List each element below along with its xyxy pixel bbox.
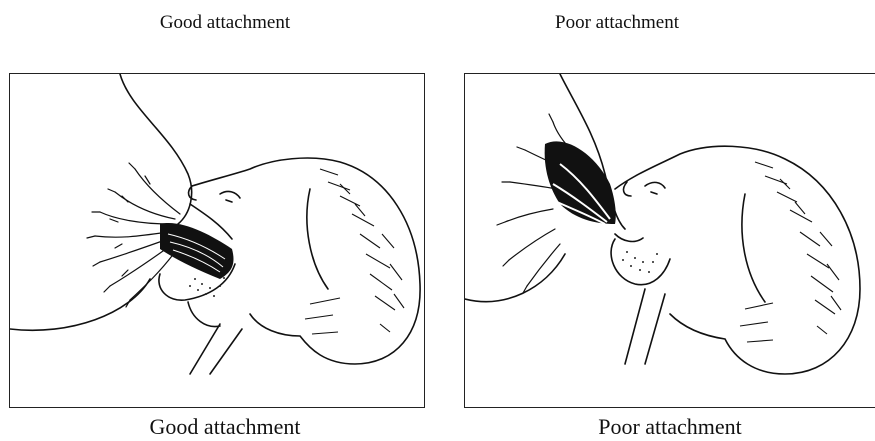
baby-neck-line-2 bbox=[210, 329, 242, 374]
baby-neck-line-1 bbox=[625, 289, 645, 364]
baby-lower-lip bbox=[615, 234, 643, 241]
caption-top-poor: Poor attachment bbox=[512, 12, 722, 34]
baby-chin bbox=[188, 302, 220, 327]
caption-top-good: Good attachment bbox=[120, 12, 330, 34]
good-attachment-illustration bbox=[9, 73, 425, 408]
hand-stipple bbox=[622, 251, 658, 273]
breast-lower-outline bbox=[10, 279, 150, 330]
breast-outline bbox=[120, 74, 192, 224]
good-attachment-drawing bbox=[10, 74, 424, 407]
poor-attachment-illustration bbox=[464, 73, 875, 408]
poor-attachment-drawing bbox=[465, 74, 875, 407]
caption-bottom-good: Good attachment bbox=[110, 414, 340, 440]
hair-shading bbox=[740, 162, 841, 342]
caption-bottom-poor: Poor attachment bbox=[555, 414, 785, 440]
baby-chin bbox=[611, 239, 670, 285]
baby-eye bbox=[220, 191, 240, 202]
baby-eye bbox=[645, 182, 665, 194]
breast-lower-outline bbox=[465, 254, 565, 302]
baby-neck-line-2 bbox=[645, 294, 665, 364]
baby-nose bbox=[624, 182, 631, 196]
baby-ear bbox=[307, 189, 328, 289]
baby-ear bbox=[742, 194, 765, 302]
